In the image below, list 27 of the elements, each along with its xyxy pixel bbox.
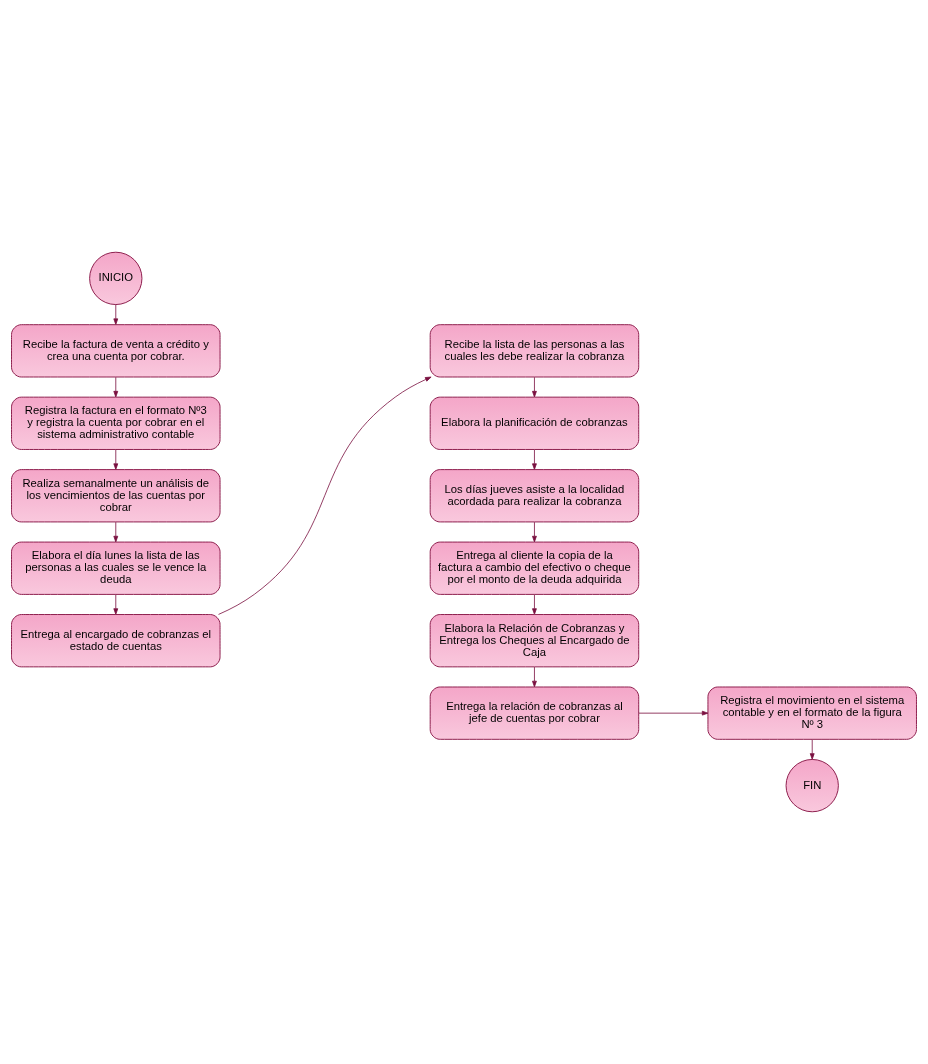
node-box: Elabora la Relación de Cobranzas y Entrega los Cheques al Encargado de Caja <box>429 614 640 668</box>
arrow <box>809 739 815 760</box>
node-box: Recibe la lista de las personas a las cuales les debe realizar la cobranza <box>429 324 640 378</box>
arrow <box>113 594 119 615</box>
arrow <box>218 376 432 615</box>
node-box: Elabora la planificación de cobranzas <box>429 396 640 450</box>
arrow <box>532 666 537 688</box>
arrow <box>532 521 537 543</box>
node-box: Entrega la relación de cobranzas al jefe de cuentas por cobrar <box>429 686 640 740</box>
arrow <box>113 449 119 470</box>
node-box: Entrega al cliente la copia de la factura a cambio del efectivo o cheque por el monto de la deuda adquirida <box>429 541 640 595</box>
arrow <box>113 521 119 543</box>
node-box: Registra la factura en el formato Nº3 y registra la cuenta por cobrar en el sistema administrativo contable <box>11 396 221 450</box>
node-circle: FIN <box>785 758 839 813</box>
arrow <box>532 449 537 470</box>
node-box: Recibe la factura de venta a crédito y crea una cuenta por cobrar. <box>11 324 221 378</box>
arrow <box>532 594 537 615</box>
node-box: Entrega al encargado de cobranzas el estado de cuentas <box>11 614 221 668</box>
arrow <box>113 304 119 325</box>
arrow <box>532 376 537 398</box>
arrow <box>638 710 709 716</box>
node-box: Los días jueves asiste a la localidad acordada para realizar la cobranza <box>429 469 640 523</box>
node-box: Registra el movimiento en el sistema contable y en el formato de la figura Nº 3 <box>707 686 917 740</box>
node-box: Elabora el día lunes la lista de las personas a las cuales se le vence la deuda <box>11 541 221 595</box>
node-circle: INICIO <box>89 251 143 306</box>
arrow <box>113 376 119 398</box>
node-box: Realiza semanalmente un análisis de los vencimientos de las cuentas por cobrar <box>11 469 221 523</box>
